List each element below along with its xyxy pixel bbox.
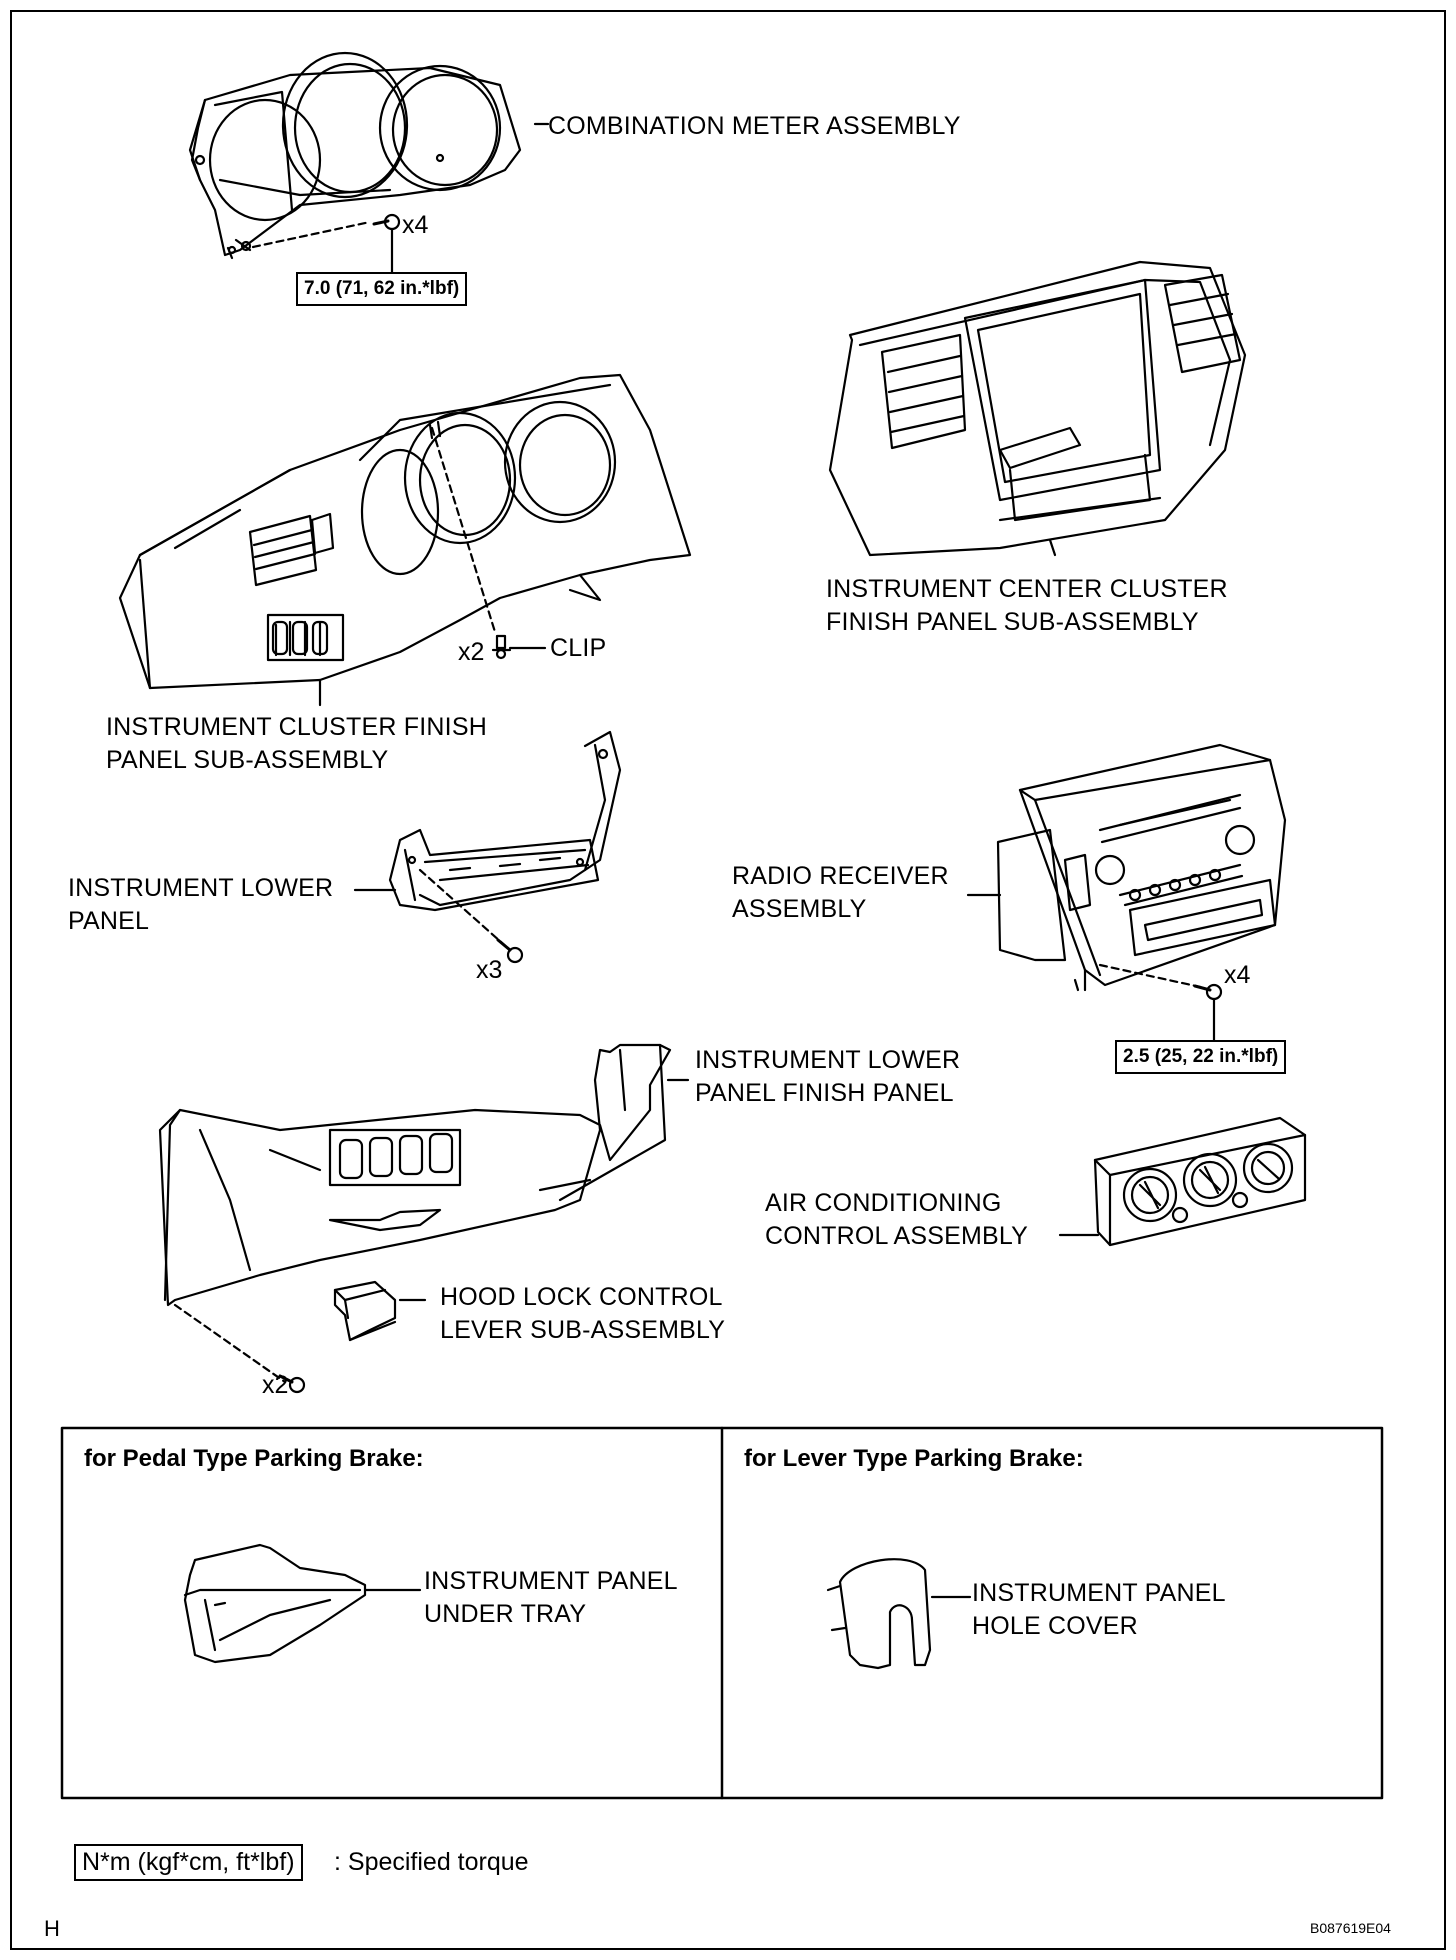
label-radio-line1: RADIO RECEIVER — [732, 862, 949, 890]
label-center-cluster-line2: FINISH PANEL SUB-ASSEMBLY — [826, 608, 1199, 636]
corner-mark: H — [44, 1916, 60, 1941]
hood-lock-lever-drawing — [333, 1280, 427, 1342]
radio-receiver-drawing — [966, 743, 1287, 1042]
qty-lower-panel-screws: x3 — [476, 956, 503, 984]
label-lower-finish-line2: PANEL FINISH PANEL — [695, 1079, 954, 1107]
label-under-tray-line1: INSTRUMENT PANEL — [424, 1567, 678, 1595]
variant-pedal-heading: for Pedal Type Parking Brake: — [84, 1445, 424, 1472]
label-ac-line2: CONTROL ASSEMBLY — [765, 1222, 1028, 1250]
radio-screw-icon — [1193, 983, 1223, 1001]
label-center-cluster-line1: INSTRUMENT CENTER CLUSTER — [826, 575, 1228, 603]
variant-lever-heading: for Lever Type Parking Brake: — [744, 1445, 1084, 1472]
label-ac-line1: AIR CONDITIONING — [765, 1189, 1002, 1217]
page-border — [10, 10, 1446, 1950]
torque-meter: 7.0 (71, 62 in.*lbf) — [296, 272, 468, 306]
clip-icon — [491, 634, 512, 660]
cluster-finish-vent — [248, 514, 318, 587]
label-lower-finish-line1: INSTRUMENT LOWER — [695, 1046, 961, 1074]
combination-meter-drawing — [188, 51, 550, 274]
label-radio-line2: ASSEMBLY — [732, 895, 867, 923]
center-vent-right — [1163, 273, 1242, 374]
hole-cover-drawing — [826, 1558, 972, 1670]
under-tray-drawing — [183, 1543, 422, 1664]
lower-panel-screw-icon — [496, 938, 524, 964]
torque-radio: 2.5 (25, 22 in.*lbf) — [1115, 1040, 1287, 1074]
lower-finish-panel-drawing — [158, 1043, 690, 1394]
label-clip: CLIP — [550, 634, 607, 662]
cluster-finish-panel-drawing — [118, 373, 692, 707]
label-under-tray-line2: UNDER TRAY — [424, 1600, 587, 1628]
legend-torque-unit-box: N*m (kgf*cm, ft*lbf) — [74, 1844, 303, 1881]
center-cluster-drawing — [828, 260, 1247, 557]
label-lower-panel-line2: PANEL — [68, 907, 150, 935]
figure-code: B087619E04 — [1310, 1920, 1391, 1936]
label-cluster-finish-line1: INSTRUMENT CLUSTER FINISH — [106, 713, 487, 741]
lower-panel-drawing — [353, 730, 622, 964]
meter-screw-icon — [372, 213, 401, 231]
lower-finish-switches — [328, 1128, 462, 1187]
center-vent-left — [880, 333, 967, 450]
label-hole-cover-line2: HOLE COVER — [972, 1612, 1138, 1640]
label-cluster-finish-line2: PANEL SUB-ASSEMBLY — [106, 746, 389, 774]
qty-clips: x2 — [458, 638, 485, 666]
qty-radio-screws: x4 — [1224, 961, 1251, 989]
label-hood-line1: HOOD LOCK CONTROL — [440, 1283, 723, 1311]
label-hood-line2: LEVER SUB-ASSEMBLY — [440, 1316, 726, 1344]
label-hole-cover-line1: INSTRUMENT PANEL — [972, 1579, 1226, 1607]
cluster-finish-switches — [266, 613, 345, 662]
finish-panel-screw-icon — [278, 1374, 306, 1394]
legend-meaning: : Specified torque — [334, 1848, 529, 1876]
qty-finish-panel-screws: x2 — [262, 1371, 289, 1399]
qty-meter-screws: x4 — [402, 211, 429, 239]
label-combination-meter: COMBINATION METER ASSEMBLY — [548, 112, 961, 140]
ac-control-drawing — [1058, 1116, 1307, 1247]
label-lower-panel-line1: INSTRUMENT LOWER — [68, 874, 334, 902]
